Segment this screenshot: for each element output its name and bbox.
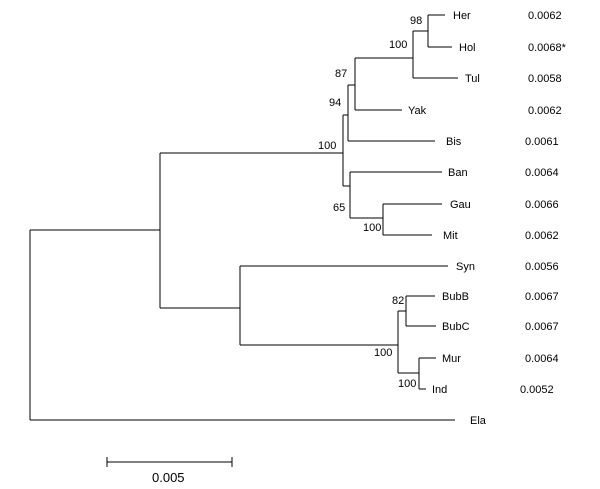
bootstrap-value: 65 — [333, 202, 345, 214]
bootstrap-value: 87 — [335, 68, 347, 80]
bootstrap-value: 100 — [318, 140, 336, 152]
taxon-value: 0.0062 — [528, 10, 562, 22]
taxon-value: 0.0056 — [525, 261, 559, 273]
taxon-label: Her — [453, 10, 471, 22]
bootstrap-value: 98 — [410, 15, 422, 27]
taxon-value: 0.0052 — [520, 384, 554, 396]
taxon-label: Bis — [446, 136, 462, 148]
taxon-value: 0.0064 — [525, 353, 559, 365]
taxon-value: 0.0058 — [528, 73, 562, 85]
taxon-value: 0.0066 — [525, 199, 559, 211]
taxon-value: 0.0062 — [525, 230, 559, 242]
taxon-label: Gau — [450, 199, 471, 211]
taxon-label: Ind — [432, 384, 447, 396]
taxon-label: Syn — [456, 261, 475, 273]
taxon-value: 0.0061 — [525, 136, 559, 148]
taxon-label: Mur — [442, 353, 461, 365]
taxon-label: Tul — [465, 73, 480, 85]
taxon-label: Hol — [459, 42, 476, 54]
bootstrap-value: 100 — [389, 39, 407, 51]
bootstrap-value: 100 — [398, 378, 416, 390]
taxon-label: BubB — [442, 291, 469, 303]
taxon-label: Ela — [470, 415, 487, 427]
taxon-label: BubC — [442, 321, 470, 333]
scale-bar: 0.005 — [106, 457, 233, 485]
taxon-value: 0.0067 — [525, 321, 559, 333]
bootstrap-value: 100 — [374, 347, 392, 359]
bootstrap-value: 94 — [329, 97, 341, 109]
taxon-label: Ban — [448, 167, 468, 179]
scale-bar-label: 0.005 — [152, 470, 185, 485]
taxon-value: 0.0067 — [525, 291, 559, 303]
taxon-label: Mit — [443, 230, 458, 242]
taxon-value: 0.0062 — [528, 105, 562, 117]
taxon-label: Yak — [408, 105, 427, 117]
bootstrap-value: 100 — [363, 222, 381, 234]
taxon-value: 0.0064 — [525, 167, 559, 179]
taxon-value: 0.0068* — [528, 42, 567, 54]
bootstrap-value: 82 — [392, 295, 404, 307]
